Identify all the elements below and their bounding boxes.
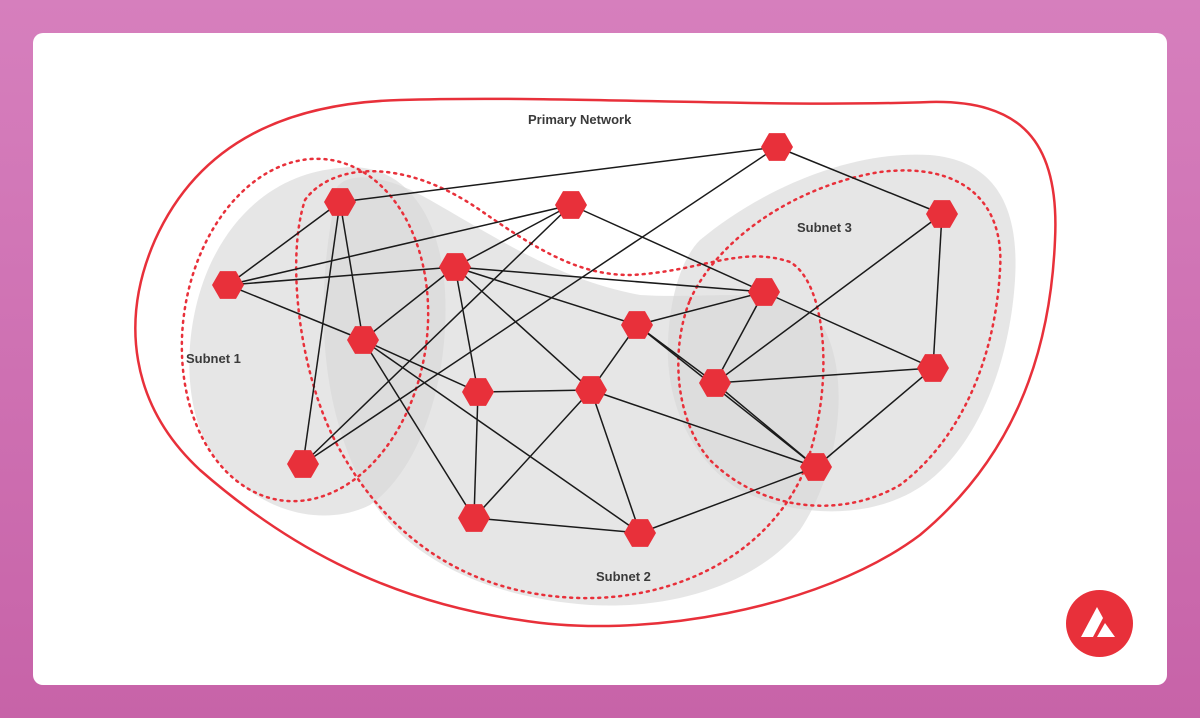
validator-node-n9 xyxy=(462,378,494,406)
edge-n12-n13 xyxy=(714,367,934,384)
edge-n8-n13 xyxy=(815,367,934,468)
edge-n2-n4 xyxy=(227,266,456,286)
edge-n4-n14 xyxy=(454,266,765,293)
edge-n15-n17 xyxy=(776,146,943,215)
subnet-1-boundary xyxy=(180,157,430,503)
edge-n5-n9 xyxy=(362,339,479,393)
validator-node-n5 xyxy=(347,326,379,354)
subnet-3-region xyxy=(667,154,1016,512)
edge-n16-n14 xyxy=(570,204,765,293)
validator-node-n12 xyxy=(699,369,731,397)
subnet-1-label: Subnet 1 xyxy=(186,351,241,366)
network-edges xyxy=(227,146,943,534)
edge-n3-n17 xyxy=(302,146,778,465)
edge-n12-n15 xyxy=(714,213,943,384)
edge-n9-n6 xyxy=(473,391,479,519)
validator-node-n15 xyxy=(926,200,958,228)
edge-n4-n9 xyxy=(454,266,479,393)
edge-n4-n11 xyxy=(454,266,638,326)
validator-node-n16 xyxy=(555,191,587,219)
edge-n5-n6 xyxy=(362,339,475,519)
edge-n3-n16 xyxy=(302,204,572,465)
edge-n9-n10 xyxy=(477,389,592,393)
validator-node-n17 xyxy=(761,133,793,161)
edge-n4-n10 xyxy=(454,266,592,391)
validator-node-n1 xyxy=(324,188,356,216)
edge-n10-n6 xyxy=(473,389,592,519)
subnet-3-label: Subnet 3 xyxy=(797,220,852,235)
validator-node-n13 xyxy=(917,354,949,382)
edge-n10-n7 xyxy=(590,389,641,534)
validator-node-n7 xyxy=(624,519,656,547)
edge-n12-n14 xyxy=(714,291,765,384)
validator-node-n2 xyxy=(212,271,244,299)
edge-n6-n7 xyxy=(473,517,641,534)
edge-n1-n17 xyxy=(339,146,778,203)
edge-n1-n3 xyxy=(302,201,341,465)
primary-network-label: Primary Network xyxy=(528,112,632,127)
subnet-2-label: Subnet 2 xyxy=(596,569,651,584)
validator-node-n3 xyxy=(287,450,319,478)
validator-node-n8 xyxy=(800,453,832,481)
avalanche-logo-icon xyxy=(1066,590,1133,657)
edge-n11-n14 xyxy=(636,291,765,326)
validator-node-n10 xyxy=(575,376,607,404)
edge-n5-n7 xyxy=(362,339,641,534)
edge-n10-n8 xyxy=(590,389,817,468)
edge-n13-n15 xyxy=(932,213,943,369)
edge-n1-n5 xyxy=(339,201,364,341)
network-nodes xyxy=(212,133,958,547)
edge-n13-n14 xyxy=(763,291,934,369)
subnet-3-boundary xyxy=(677,169,1002,507)
edge-n2-n5 xyxy=(227,284,364,341)
validator-node-n6 xyxy=(458,504,490,532)
edge-n7-n8 xyxy=(639,466,817,534)
edge-n12-n8 xyxy=(714,382,817,468)
edge-n4-n16 xyxy=(454,204,572,268)
primary-network-boundary xyxy=(134,97,1057,628)
subnet-2-boundary xyxy=(294,170,825,600)
validator-node-n11 xyxy=(621,311,653,339)
edge-n11-n8 xyxy=(636,324,817,468)
edge-n2-n16 xyxy=(227,204,572,286)
edge-n4-n5 xyxy=(362,266,456,341)
subnet-boundaries xyxy=(180,157,1002,600)
validator-node-n14 xyxy=(748,278,780,306)
edge-n2-n1 xyxy=(227,201,341,286)
validator-node-n4 xyxy=(439,253,471,281)
